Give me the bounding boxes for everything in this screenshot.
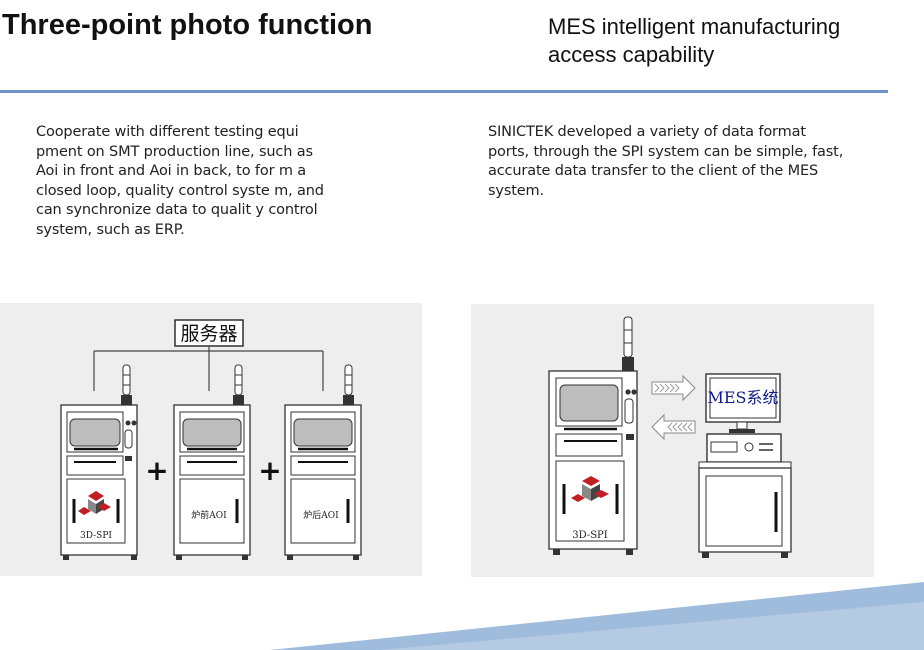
signal-tower-icon [233, 364, 244, 405]
server-label: 服务器 [180, 323, 237, 345]
plus-sign-2: + [258, 454, 281, 487]
machine-3d-spi-mes: 3D-SPI [548, 316, 638, 555]
machine-pre-aoi: 炉前AOI [173, 364, 251, 560]
three-point-diagram: 服务器 [0, 303, 422, 576]
signal-tower-icon [343, 364, 354, 405]
section-title-mes-line2: access capability [548, 42, 715, 67]
arrow-left-icon [651, 413, 696, 441]
network-lines [93, 346, 324, 391]
signal-tower-icon [622, 316, 634, 371]
machine-label-3d-spi-mes: 3D-SPI [572, 530, 608, 541]
machine-label-pre-aoi: 炉前AOI [191, 509, 227, 521]
signal-tower-icon [121, 364, 132, 405]
plus-sign-1: + [145, 454, 168, 487]
mes-computer: MES系统 [698, 373, 792, 558]
decorative-bottom-band [270, 582, 924, 650]
header-divider [0, 90, 888, 93]
machine-post-aoi: 炉后AOI [284, 364, 362, 560]
section-title-mes: MES intelligent manufacturing access cap… [548, 13, 840, 69]
machine-3d-spi: 3D-SPI [60, 364, 138, 560]
section-title-mes-line1: MES intelligent manufacturing [548, 14, 841, 39]
machine-label-post-aoi: 炉后AOI [303, 509, 339, 521]
cube-logo-icon [78, 491, 111, 515]
arrow-right-icon [651, 374, 696, 402]
machine-label-3d-spi: 3D-SPI [80, 531, 112, 541]
server-box [174, 319, 244, 347]
three-point-diagram-svg: 服务器 [60, 319, 362, 560]
mes-screen-label: MES系统 [707, 388, 778, 407]
mes-diagram-svg: 3D-SPI [548, 316, 792, 558]
cube-logo-icon [571, 476, 609, 502]
three-point-description: Cooperate with different testing equi pm… [36, 124, 324, 238]
mes-description: SINICTEK developed a variety of data for… [488, 124, 844, 199]
mes-diagram: 3D-SPI [471, 304, 874, 577]
section-title-three-point-photo: Three-point photo function [2, 9, 373, 41]
